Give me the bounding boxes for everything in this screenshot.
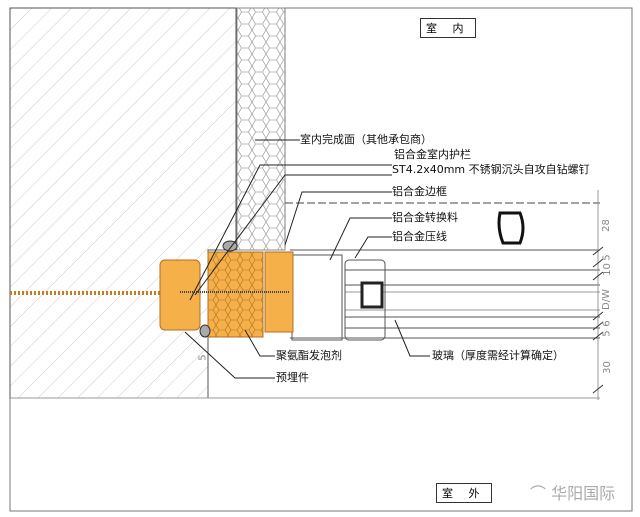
dim-5c: 5: [197, 354, 209, 361]
watermark: ⌒ 华阳国际: [530, 484, 616, 503]
frame-label: 铝合金边框: [392, 185, 447, 198]
adapter-profile: [344, 259, 386, 341]
adapter-label: 铝合金转换料: [392, 211, 458, 224]
leader-lines: [184, 139, 430, 379]
watermark-text: 华阳国际: [551, 484, 616, 503]
dim-28: 28: [600, 219, 612, 232]
glass-label: 玻璃（厚度需经计算确定）: [432, 349, 564, 362]
dim-5b: 5: [601, 330, 613, 337]
embedded-part: [159, 259, 201, 331]
exterior-label: 室 外: [436, 483, 492, 503]
aluminum-frame: [291, 254, 343, 341]
foam-label: 聚氨酯发泡剂: [276, 349, 342, 362]
dim-5: 5: [601, 254, 613, 261]
insulation: [236, 7, 286, 251]
dim-10: 10: [601, 263, 613, 276]
dim-30: 30: [601, 361, 613, 374]
bead-label: 铝合金压线: [392, 230, 447, 243]
concrete-wall: [9, 7, 237, 399]
railing-profile: [497, 211, 525, 245]
gasket: [360, 281, 384, 309]
screw-label: ST4.2x40mm 不锈钢沉头自攻自钻螺钉: [392, 163, 590, 176]
finish-label: 室内完成面（其他承包商）: [300, 133, 432, 146]
interior-label: 室 内: [420, 18, 476, 38]
dim-dw: D/W: [600, 289, 612, 310]
railing-label: 铝合金室内护栏: [394, 148, 471, 161]
embed-label: 预埋件: [276, 371, 309, 384]
dim-6: 6: [601, 320, 613, 327]
